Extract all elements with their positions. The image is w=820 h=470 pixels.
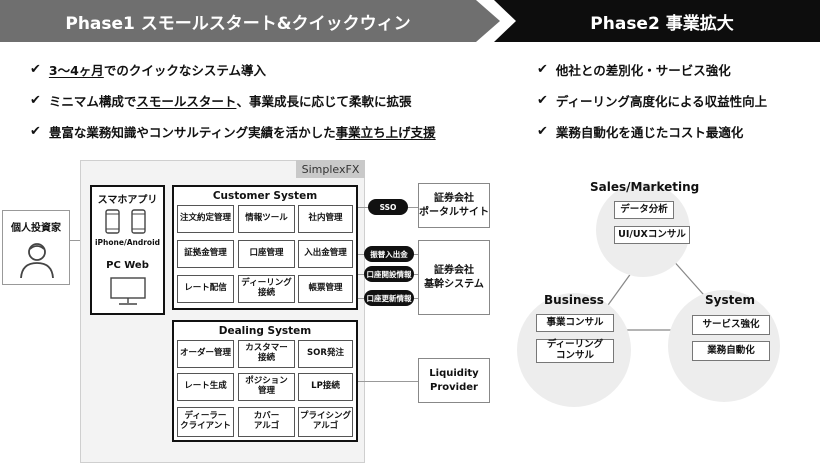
- cs-info-tool: 情報ツール: [238, 205, 295, 233]
- check-icon: ✔: [30, 124, 41, 139]
- monitor-icon: [110, 277, 146, 305]
- cs-internal-management: 社内管理: [298, 205, 353, 233]
- customer-system-title: Customer System: [212, 190, 318, 202]
- simplexfx-label: SimplexFX: [296, 160, 365, 178]
- phase1-point-3: ✔ 豊富な業務知識やコンサルティング実績を活かした 事業立ち上げ支援: [30, 122, 436, 141]
- check-icon: ✔: [537, 93, 548, 108]
- system-title: System: [705, 293, 755, 307]
- cs-account-management: 口座管理: [238, 240, 295, 268]
- dealing-system-title: Dealing System: [218, 325, 312, 337]
- uiux-consulting-box: UI/UXコンサル: [614, 226, 690, 244]
- phase1-header: Phase1 スモールスタート&クイックウィン: [0, 0, 500, 42]
- lp-line: [358, 381, 418, 382]
- account-update-line: [358, 298, 364, 299]
- cs-report-management: 帳票管理: [298, 275, 353, 303]
- phase2-header: Phase2 事業拡大: [494, 0, 820, 42]
- account-update-line-right: [412, 298, 418, 299]
- point-text: 豊富な業務知識やコンサルティング実績を活かした: [48, 125, 336, 140]
- ds-rate-generation: レート生成: [177, 373, 234, 401]
- point-underlined: スモールスタート: [136, 94, 237, 109]
- apps-web: PC Web: [106, 260, 149, 271]
- point-underlined: 事業立ち上げ支援: [335, 125, 436, 140]
- point-underlined: 3～4ヶ月: [48, 63, 104, 78]
- investor-box: 個人投資家: [2, 210, 70, 285]
- account-open-line: [358, 274, 364, 275]
- ds-pricing-algo: プライシング アルゴ: [298, 407, 353, 437]
- ds-dealer-client: ディーラー クライアント: [177, 407, 234, 437]
- cs-deposit-management: 入出金管理: [298, 240, 353, 268]
- service-enhancement-box: サービス強化: [692, 315, 770, 335]
- liquidity-provider-box: Liquidity Provider: [418, 358, 490, 403]
- cs-order-management: 注文約定管理: [177, 205, 234, 233]
- phase1-point-1: ✔ 3～4ヶ月 でのクイックなシステム導入: [30, 60, 266, 79]
- point-text: 他社との差別化・サービス強化: [555, 63, 731, 78]
- securities-portal-box: 証券会社 ポータルサイト: [418, 183, 490, 228]
- apps-box: スマホアプリ iPhone/Android PC Web: [90, 185, 165, 315]
- business-title: Business: [544, 293, 604, 307]
- data-analysis-box: データ分析: [614, 201, 674, 219]
- check-icon: ✔: [537, 62, 548, 77]
- person-icon: [20, 243, 54, 279]
- ds-sor-order: SOR発注: [298, 340, 353, 368]
- business-automation-box: 業務自動化: [692, 341, 770, 361]
- check-icon: ✔: [30, 93, 41, 108]
- cs-rate-distribution: レート配信: [177, 275, 234, 303]
- point-text: 、事業成長に応じて柔軟に拡張: [236, 94, 412, 109]
- cs-dealing-connection: ディーリング 接続: [238, 275, 295, 303]
- point-text: でのクイックなシステム導入: [103, 63, 266, 78]
- ds-cover-algo: カバー アルゴ: [238, 407, 295, 437]
- transfer-pill: 振替入出金: [364, 246, 414, 262]
- phase1-point-2: ✔ ミニマム構成で スモールスタート 、事業成長に応じて柔軟に拡張: [30, 91, 411, 110]
- check-icon: ✔: [30, 62, 41, 77]
- phase2-point-2: ✔ ディーリング高度化による収益性向上: [537, 91, 767, 110]
- check-icon: ✔: [537, 124, 548, 139]
- ds-customer-connection: カスタマー 接続: [238, 340, 295, 368]
- transfer-line-right: [412, 254, 418, 255]
- ds-lp-connection: LP接続: [298, 373, 353, 401]
- apps-platforms: iPhone/Android: [94, 238, 161, 247]
- phase2-title: Phase2 事業拡大: [590, 13, 734, 34]
- securities-core-system-box: 証券会社 基幹システム: [418, 240, 490, 315]
- sso-pill: SSO: [368, 199, 408, 215]
- smartphone-icon: [105, 209, 146, 234]
- account-update-pill: 口座更新情報: [364, 290, 414, 306]
- account-open-line-right: [412, 274, 418, 275]
- apps-title: スマホアプリ: [97, 195, 158, 206]
- cs-margin-management: 証拠金管理: [177, 240, 234, 268]
- point-text: ディーリング高度化による収益性向上: [555, 94, 768, 109]
- point-text: 業務自動化を通じたコスト最適化: [555, 125, 744, 140]
- dealing-consulting-box: ディーリング コンサル: [536, 339, 614, 363]
- phase2-point-1: ✔ 他社との差別化・サービス強化: [537, 60, 731, 79]
- phase2-point-3: ✔ 業務自動化を通じたコスト最適化: [537, 122, 743, 141]
- investor-label: 個人投資家: [11, 223, 61, 234]
- sales-marketing-title: Sales/Marketing: [590, 180, 700, 194]
- ds-position-management: ポジション 管理: [238, 373, 295, 401]
- business-consulting-box: 事業コンサル: [536, 314, 614, 332]
- phase1-title: Phase1 スモールスタート&クイックウィン: [65, 13, 411, 34]
- ds-order-management: オーダー管理: [177, 340, 234, 368]
- point-text: ミニマム構成で: [48, 94, 137, 109]
- transfer-line: [358, 254, 364, 255]
- account-open-pill: 口座開設情報: [364, 266, 414, 282]
